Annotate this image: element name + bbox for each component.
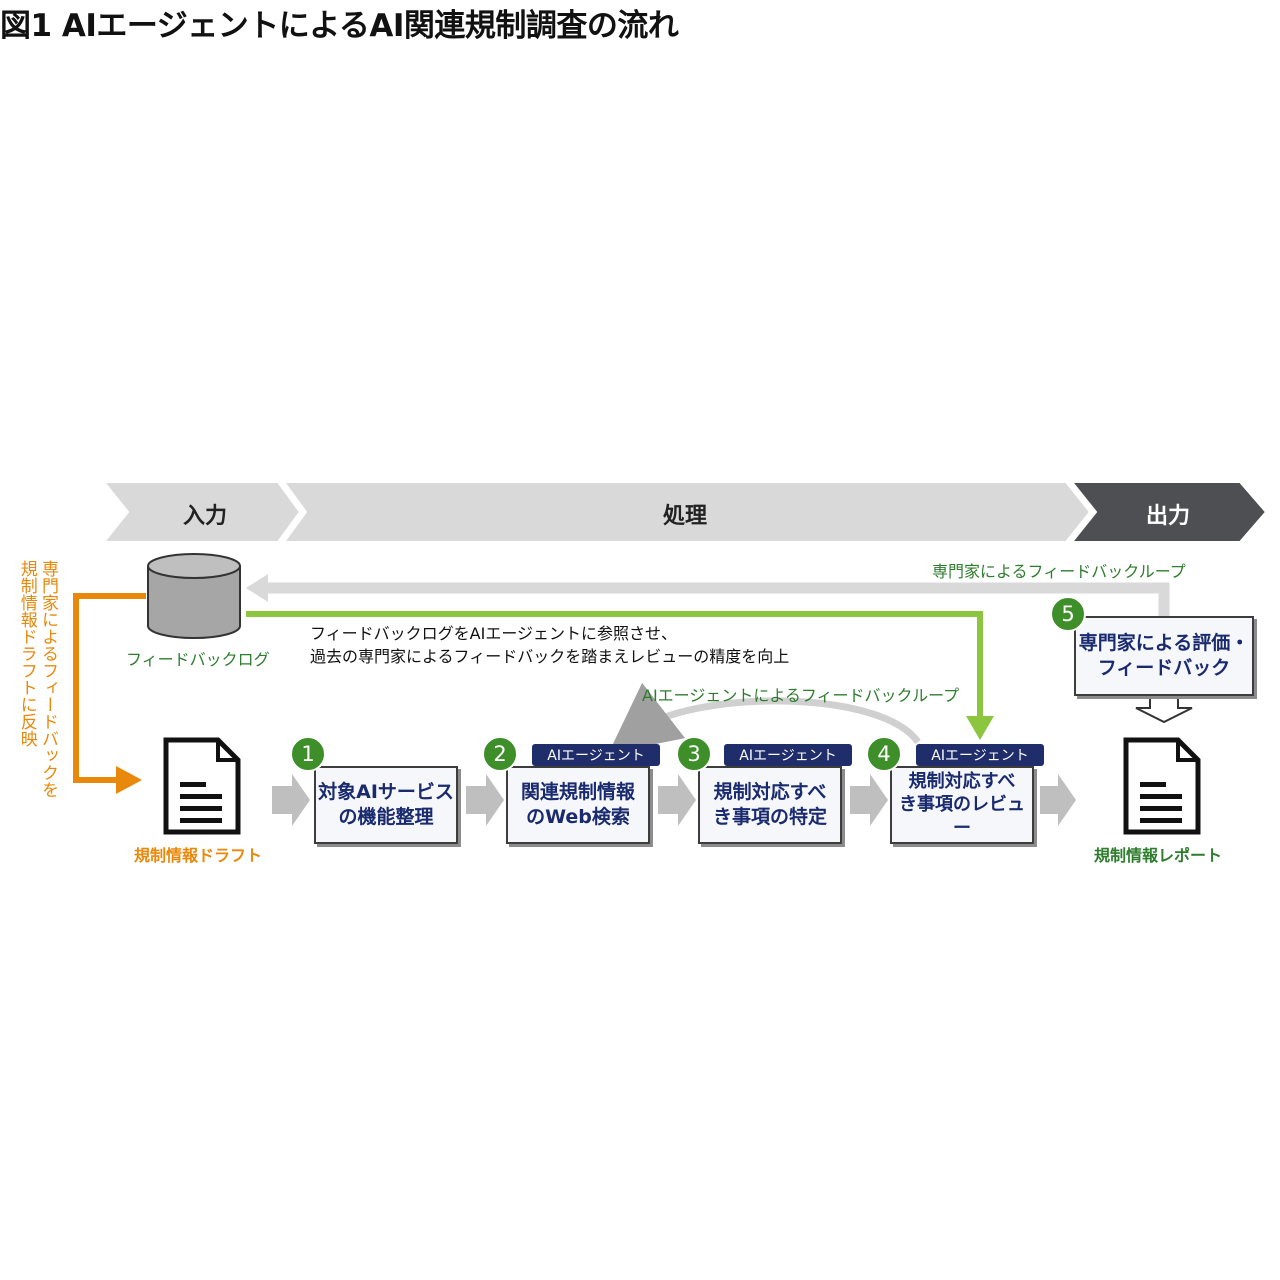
step-4-text: 規制対応すべ き事項のレビュー [899, 770, 1025, 839]
step-3-number-badge: 3 [676, 736, 712, 772]
evaluation-to-report-arrow [1135, 695, 1193, 724]
ai-loop-arrow [608, 682, 921, 754]
database-icon [147, 553, 241, 639]
phase-input-chevron [101, 481, 302, 543]
ai-agent-tag-step-3: AIエージェント [724, 744, 852, 766]
log-to-review-arrow [246, 611, 983, 718]
orange-feedback-arrow [73, 593, 146, 783]
step-1-number-badge: 1 [290, 736, 326, 772]
step-4-number-badge: 4 [866, 736, 902, 772]
draft-label: 規制情報ドラフト [134, 846, 263, 865]
phase-output-chevron [1069, 481, 1268, 543]
flow-arrow-5 [1040, 774, 1076, 826]
step-2-box: 関連規制情報 のWeb検索 [506, 766, 650, 844]
phase-process-label: 処理 [662, 504, 707, 529]
expert-loop-arrowhead [246, 574, 268, 602]
figure-title: 図1 AIエージェントによるAI関連規制調査の流れ [0, 8, 679, 44]
step-5-box: 専門家による評価・ フィードバック [1074, 616, 1254, 696]
step-1-text: 対象AIサービス の機能整理 [318, 781, 454, 828]
step-5-text: 専門家による評価・ フィードバック [1078, 632, 1250, 679]
step-3-text: 規制対応すべ き事項の特定 [712, 781, 827, 828]
report-document-icon [1123, 737, 1201, 835]
flow-arrow-4 [850, 774, 888, 826]
step-2-text: 関連規制情報 のWeb検索 [520, 781, 635, 828]
feedback-note-line-2: 過去の専門家によるフィードバックを踏まえレビューの精度を向上 [310, 647, 790, 667]
feedback-note-line-1: フィードバックログをAIエージェントに参照させ、 [310, 624, 678, 643]
expert-loop-label: 専門家によるフィードバックループ [932, 562, 1186, 581]
ai-loop-label: AIエージェントによるフィードバックループ [642, 686, 960, 705]
phase-process-chevron [282, 481, 1092, 543]
draft-document-icon [163, 737, 241, 835]
step-5-number-badge: 5 [1050, 596, 1086, 632]
phase-input-label: 入力 [182, 504, 227, 529]
step-2-number-badge: 2 [482, 736, 518, 772]
feedback-note: フィードバックログをAIエージェントに参照させ、 過去の専門家によるフィードバッ… [310, 622, 789, 668]
step-1-box: 対象AIサービス の機能整理 [314, 766, 458, 844]
ai-agent-tag-step-4: AIエージェント [916, 744, 1044, 766]
draft-feedback-vertical-label: 専門家によるフィードバックを 規制情報ドラフトに反映 [16, 560, 58, 798]
flow-arrow-3 [658, 774, 696, 826]
report-label: 規制情報レポート [1094, 846, 1223, 865]
phase-output-label: 出力 [1145, 504, 1190, 529]
flow-arrow-1 [272, 774, 310, 826]
orange-feedback-arrowhead [116, 766, 142, 794]
step-4-box: 規制対応すべ き事項のレビュー [890, 766, 1034, 844]
log-to-review-arrowhead [966, 716, 994, 740]
feedback-log-label: フィードバックログ [126, 650, 270, 669]
flow-arrow-2 [466, 774, 504, 826]
ai-agent-tag-step-2: AIエージェント [532, 744, 660, 766]
step-3-box: 規制対応すべ き事項の特定 [698, 766, 842, 844]
expert-loop-arrow [262, 582, 1170, 616]
